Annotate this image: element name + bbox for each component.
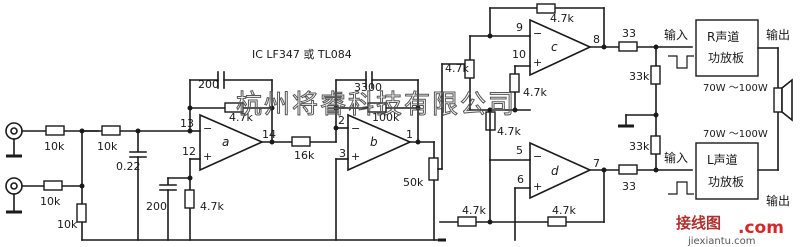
opamp-c-pin-plus: 10 xyxy=(512,48,526,61)
label-c022: 0.22 xyxy=(116,160,141,173)
opamp-a-pin-minus: 13 xyxy=(180,117,194,130)
label-c-b-fb: 3300 xyxy=(354,81,382,94)
amplifier-left-title: L声道 xyxy=(707,153,738,167)
amplifier-left-power: 70W ～100W xyxy=(703,129,768,140)
resistor-r-out-d xyxy=(618,164,638,175)
amplifier-right-power: 70W ～100W xyxy=(703,83,768,94)
label-r-out-d: 33 xyxy=(622,180,636,193)
opamp-c-plus-sign: + xyxy=(533,56,542,69)
opamp-c-pin-minus: 9 xyxy=(516,21,523,34)
label-c-200-gnd: 200 xyxy=(146,200,167,213)
opamp-d-pin-out: 7 xyxy=(593,157,600,170)
resistor-r-c-10 xyxy=(509,73,520,93)
resistor-r-in-b xyxy=(76,203,87,223)
resistor-r-c-fb xyxy=(536,3,556,14)
resistor-r-out-c xyxy=(618,41,638,52)
amplifier-box-right xyxy=(695,19,759,77)
opamp-a-minus-sign: − xyxy=(203,122,212,135)
opamp-b-pin-plus: 3 xyxy=(339,147,346,160)
resistor-r-c-in xyxy=(464,59,475,79)
label-r-a-gnd: 4.7k xyxy=(200,200,224,213)
resistor-r-div-bot xyxy=(650,135,661,155)
opamp-d-plus-sign: + xyxy=(533,180,542,193)
amplifier-left-in-label: 输入 xyxy=(664,150,688,165)
resistor-r-b-fb xyxy=(367,102,387,113)
ic-label: IC LF347 或 TL084 xyxy=(252,48,352,61)
watermark-logo-url: jiexiantu.com xyxy=(687,236,756,247)
label-r-c-fb: 4.7k xyxy=(550,12,574,25)
amplifier-left-subtitle: 功放板 xyxy=(708,174,744,189)
opamp-b xyxy=(347,113,412,172)
amplifier-left-out-label: 输出 xyxy=(766,193,790,208)
label-r-out-c: 33 xyxy=(622,27,636,40)
label-r-in1: 10k xyxy=(44,140,65,153)
label-r-d-fb: 4.7k xyxy=(552,204,576,217)
resistor-r-d-fb xyxy=(547,216,567,227)
label-r-div-top: 33k xyxy=(629,70,650,83)
opamp-a xyxy=(199,113,264,172)
watermark-logo-domain: .com xyxy=(738,218,784,238)
label-r-in2: 10k xyxy=(40,195,61,208)
opamp-c xyxy=(529,18,592,77)
opamp-d-pin-minus: 5 xyxy=(516,144,523,157)
opamp-a-pin-out: 14 xyxy=(262,128,276,141)
label-c-a-fb: 200 xyxy=(198,78,219,91)
resistor-r-d-in xyxy=(457,216,477,227)
watermark-company: 杭州将睿科技有限公司 xyxy=(236,90,516,120)
resistor-r-in3 xyxy=(101,125,121,136)
resistor-r-a-gnd xyxy=(184,189,195,209)
opamp-d-name: d xyxy=(551,164,559,178)
label-r-ab: 16k xyxy=(294,149,315,162)
opamp-c-name: c xyxy=(551,40,558,54)
opamp-c-minus-sign: − xyxy=(533,27,542,40)
label-r-in-b: 10k xyxy=(57,218,78,231)
label-r-pot: 50k xyxy=(403,176,424,189)
opamp-d-pin-plus: 6 xyxy=(517,173,524,186)
resistor-r-a-fb xyxy=(224,102,244,113)
input-pulse-l xyxy=(668,181,694,195)
amplifier-right-out-label: 输出 xyxy=(766,27,790,42)
input-pulse-r xyxy=(668,55,694,69)
amplifier-right-in-label: 输入 xyxy=(664,27,688,42)
amplifier-right-title: R声道 xyxy=(707,30,739,44)
label-r-a-fb: 4.7k xyxy=(229,111,253,124)
opamp-d xyxy=(529,141,592,200)
label-r-b-fb: 100k xyxy=(372,111,400,124)
watermark-logo-cn: 接线图 xyxy=(676,214,721,232)
resistor-r-ab xyxy=(291,136,311,147)
opamp-a-name: a xyxy=(222,135,229,149)
opamp-b-name: b xyxy=(370,135,378,149)
input-jack-top xyxy=(5,122,23,158)
opamp-a-plus-sign: + xyxy=(203,150,212,163)
label-r-c-10: 4.7k xyxy=(523,86,547,99)
resistor-r-in1 xyxy=(45,125,65,136)
amplifier-right-subtitle: 功放板 xyxy=(708,50,744,65)
opamp-b-pin-minus: 2 xyxy=(338,114,345,127)
opamp-c-pin-out: 8 xyxy=(593,33,600,46)
resistor-r-in2 xyxy=(43,180,63,191)
opamp-b-plus-sign: + xyxy=(351,150,360,163)
label-r-d-mid: 4.7k xyxy=(497,125,521,138)
opamp-b-pin-out: 1 xyxy=(406,128,413,141)
label-r-in3: 10k xyxy=(97,140,118,153)
speaker-icon xyxy=(757,47,793,171)
potentiometer-50k xyxy=(428,157,439,181)
opamp-d-minus-sign: − xyxy=(533,150,542,163)
opamp-a-pin-plus: 12 xyxy=(182,145,196,158)
amplifier-box-left xyxy=(695,142,759,200)
label-r-c-in: 4.7k xyxy=(445,62,469,75)
label-r-div-bot: 33k xyxy=(629,140,650,153)
label-r-d-in: 4.7k xyxy=(462,204,486,217)
opamp-b-minus-sign: − xyxy=(351,122,360,135)
input-jack-bottom xyxy=(5,177,23,214)
watermark-logo: 接线图 .com jiexiantu.com xyxy=(676,214,784,247)
resistor-r-div-top xyxy=(650,65,661,85)
